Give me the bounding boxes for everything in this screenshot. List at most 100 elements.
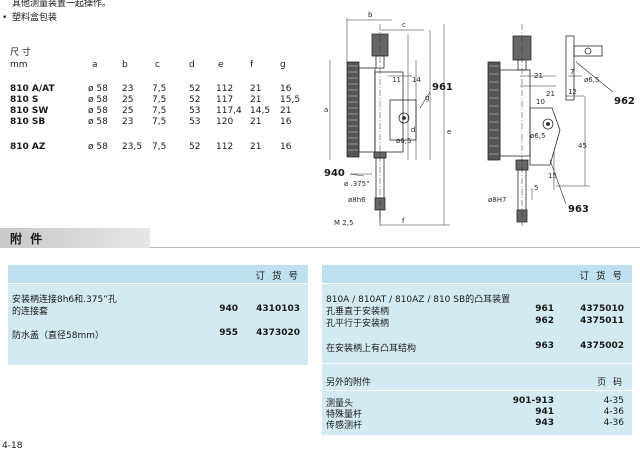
dimension-cell-model: 810 AZ (10, 142, 46, 152)
dim-label-f: f (402, 217, 405, 225)
right-row-2-code: 962 (535, 316, 554, 326)
dim-label-11: 11 (392, 76, 401, 84)
col-head-f: f (250, 60, 254, 70)
dimension-row: 810 AZ ø 58 23,5 7,5 52 112 21 16 (10, 142, 310, 153)
extra-row-3-page: 4-36 (603, 418, 624, 428)
left-panel-header: 订 货 号 (255, 271, 300, 282)
left-row-2-code: 955 (219, 328, 238, 338)
dimension-cell-f: 21 (250, 95, 262, 105)
dim-label-phi8h6: ø8h6 (348, 196, 366, 204)
dimension-cell-a: ø 58 (88, 106, 108, 116)
dimension-cell-d: 52 (189, 95, 201, 105)
dimension-cell-c: 7,5 (152, 106, 167, 116)
dimension-cell-b: 23,5 (122, 142, 143, 152)
col-head-e: e (218, 60, 224, 70)
left-row-1-desc2: 的连接套 (12, 307, 49, 317)
right-row-1-code: 961 (535, 304, 554, 314)
right-row-1-order: 4375010 (580, 304, 624, 314)
right-group-title: 810A / 810AT / 810AZ / 810 SB的凸耳装置 (326, 295, 511, 305)
dimension-cell-d: 52 (189, 142, 201, 152)
right-row-3-order: 4375002 (580, 341, 624, 351)
dimension-cell-a: ø 58 (88, 95, 108, 105)
extra-row-3-code: 943 (535, 418, 554, 428)
dim-label-b: b (368, 11, 373, 19)
page-ref-header: 页 码 (597, 378, 624, 388)
dim-label-e: e (447, 128, 451, 136)
right-row-3-desc: 在安装柄上有凸耳结构 (326, 344, 417, 354)
dim-label-7: 7 (570, 68, 574, 76)
lug-hole (398, 112, 410, 124)
col-head-d: d (189, 60, 195, 70)
dim-label-12: 12 (568, 88, 577, 96)
dial-case (374, 71, 404, 153)
dial-body (358, 67, 376, 153)
col-head-a: a (92, 60, 98, 70)
accessory-panel-right: 订 货 号 810A / 810AT / 810AZ / 810 SB的凸耳装置… (322, 265, 632, 435)
dimension-cell-e: 117,4 (216, 106, 242, 116)
dimension-cell-g: 15,5 (280, 95, 301, 105)
dimension-header-unit: mm (10, 60, 28, 70)
dimension-cell-a: ø 58 (88, 84, 108, 94)
dimension-cell-model: 810 SB (10, 117, 46, 127)
extra-row-1-page: 4-35 (603, 396, 624, 406)
dim-label-45: 45 (578, 142, 587, 150)
dimension-cell-b: 23 (122, 117, 134, 127)
dimension-header: 尺 寸 mm (10, 47, 31, 71)
accessory-panel-left: 订 货 号 安装柄连接8h6和.375”孔 的连接套 940 4310103 防… (8, 265, 308, 365)
dim-label-phi8h7: ø8H7 (488, 196, 506, 204)
dimension-cell-model: 810 A/AT (10, 84, 55, 94)
dimension-cell-e: 112 (216, 142, 234, 152)
dim-label-15: 15 (548, 172, 557, 180)
dim-label-21a: 21 (534, 72, 543, 80)
right-row-2-order: 4375011 (580, 316, 624, 326)
dim-label-phi65-left: ø6,5 (396, 137, 411, 145)
dimension-cell-f: 14,5 (250, 106, 271, 116)
side-view-bezel (487, 61, 501, 161)
extra-row-3-desc: 传感测杆 (326, 421, 363, 431)
extra-row-1-desc: 测量头 (326, 399, 354, 409)
dim-label-a: a (324, 106, 328, 114)
dimension-cell-d: 52 (189, 84, 201, 94)
left-row-1-order: 4310103 (256, 304, 300, 314)
bullet-dot: • (2, 13, 8, 23)
side-view-body (499, 69, 531, 157)
dim-label-5: 5 (534, 184, 538, 192)
dimension-column-headers: a b c d e f g (10, 60, 310, 71)
dimension-cell-e: 120 (216, 117, 234, 127)
dimension-cell-c: 7,5 (152, 117, 167, 127)
dimension-header-cn: 尺 寸 (10, 48, 31, 58)
col-head-b: b (122, 60, 128, 70)
extra-row-2-code: 941 (535, 407, 554, 417)
dimension-cell-e: 112 (216, 84, 234, 94)
right-row-2-desc: 孔平行于安装柄 (326, 319, 390, 329)
dimension-cell-c: 7,5 (152, 142, 167, 152)
extra-row-2-page: 4-36 (603, 407, 624, 417)
dimension-cell-a: ø 58 (88, 117, 108, 127)
page-number: 4-18 (2, 441, 23, 451)
dimension-cell-f: 21 (250, 142, 262, 152)
part-label-962: 962 (614, 96, 635, 107)
col-head-g: g (280, 60, 286, 70)
dim-label-phi65-mid: ø6,5 (530, 132, 545, 140)
left-row-2-order: 4373020 (256, 328, 300, 338)
part-label-961: 961 (432, 82, 453, 93)
left-row-1-desc1: 安装柄连接8h6和.375”孔 (12, 295, 117, 305)
dim-label-10: 10 (536, 98, 545, 106)
section-title: 附 件 (10, 232, 45, 246)
dimension-cell-a: ø 58 (88, 142, 108, 152)
dim-label-c: c (402, 21, 406, 29)
part-label-963: 963 (568, 204, 589, 215)
dimension-cell-g: 16 (280, 84, 292, 94)
lug-962-bracket (565, 35, 575, 101)
left-row-1-code: 940 (219, 304, 238, 314)
section-band: 附 件 (0, 228, 640, 248)
right-row-1-desc: 孔垂直于安装柄 (326, 307, 390, 317)
dimension-cell-e: 117 (216, 95, 234, 105)
lug-962-arm (573, 45, 603, 57)
technical-drawing: b c a d g e f 11 14 ø6,5 ø .375" ø8h6 M … (324, 11, 635, 227)
lug-963 (529, 107, 561, 166)
dimension-cell-g: 16 (280, 142, 292, 152)
